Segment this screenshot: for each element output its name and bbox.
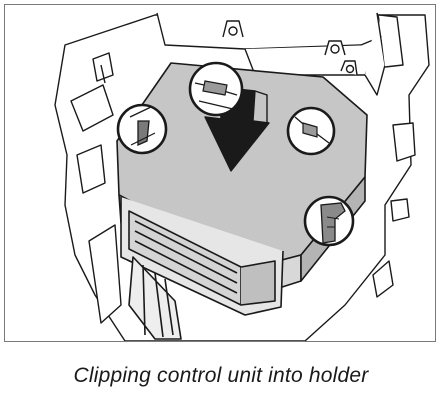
callout-clip-top-right bbox=[286, 106, 336, 156]
callout-clip-top-center bbox=[188, 61, 244, 117]
figure-caption: Clipping control unit into holder bbox=[73, 364, 369, 387]
callout-clip-right bbox=[303, 195, 355, 247]
diagram-illustration bbox=[54, 12, 430, 341]
diagram-figure bbox=[4, 4, 436, 342]
callout-clip-top-left bbox=[116, 103, 168, 155]
